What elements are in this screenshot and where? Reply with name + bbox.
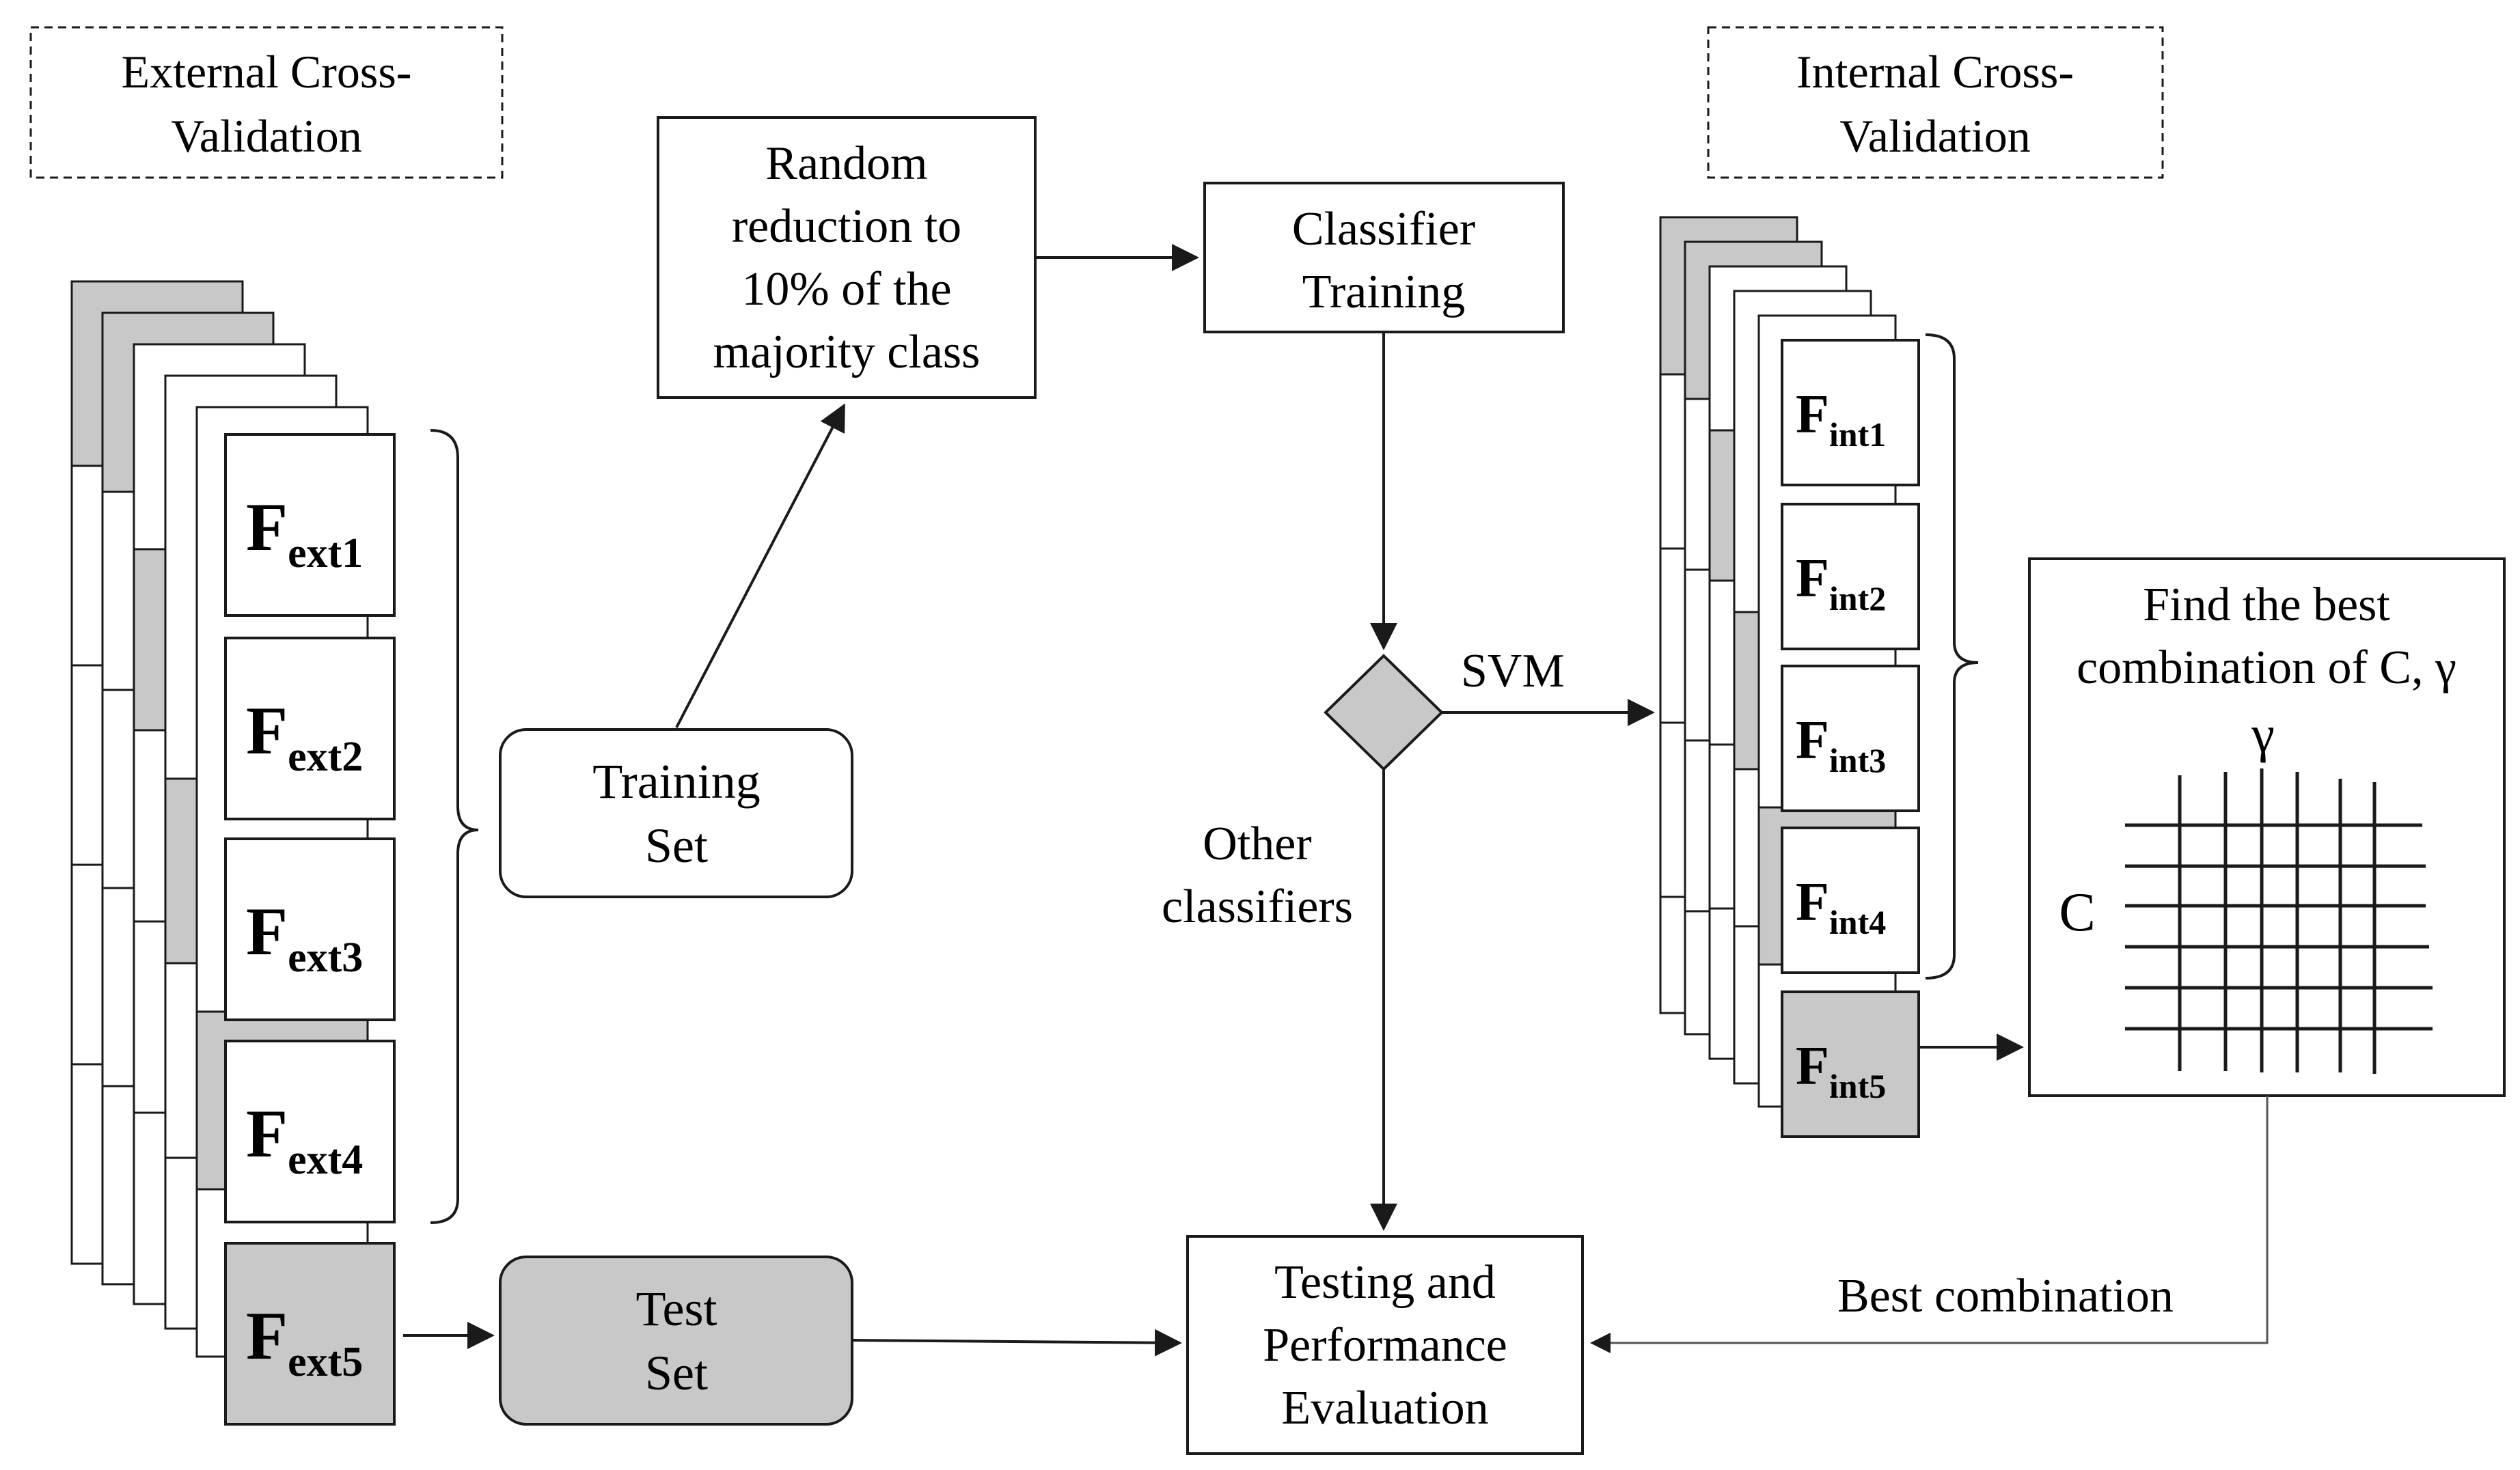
external-training-brace <box>430 429 479 1224</box>
fold-letter: F <box>246 489 288 565</box>
svm-label: SVM <box>1461 645 1565 697</box>
fold-subscript: ext5 <box>288 1339 363 1385</box>
arrow-training-to-reduction <box>675 403 845 728</box>
external-fold-4: Fext4 <box>224 1040 396 1223</box>
internal-cv-label-line2: Validation <box>1839 110 2031 162</box>
fold-subscript: ext1 <box>288 530 363 577</box>
classifier-training-box: Classifier Training <box>1203 182 1565 333</box>
fold-subscript: int1 <box>1829 415 1886 454</box>
c-axis-label: C <box>2059 883 2095 943</box>
external-fold-3: Fext3 <box>224 837 396 1021</box>
test-set-line1: Test <box>636 1281 717 1336</box>
fold-letter: F <box>1796 872 1829 932</box>
fold-letter: F <box>246 1298 288 1374</box>
best-combination-label: Best combination <box>1837 1270 2174 1322</box>
internal-fold-2: Fint2 <box>1781 503 1920 650</box>
arrow-best-combination-to-testing <box>1590 1096 2269 1353</box>
reduction-line4: majority class <box>713 326 981 378</box>
connectors <box>403 244 2269 1357</box>
test-set-line2: Set <box>645 1346 708 1400</box>
fold-subscript: ext4 <box>288 1137 363 1183</box>
testing-evaluation-box: Testing and Performance Evaluation <box>1186 1235 1584 1455</box>
svg-text:Fext5: Fext5 <box>246 1298 363 1385</box>
reduction-line2: reduction to <box>732 200 961 253</box>
testing-line3: Evaluation <box>1281 1382 1488 1434</box>
svg-text:Fint4: Fint4 <box>1796 872 1886 941</box>
grid-search-box: Find the best combination of C, γ γ C <box>2028 557 2506 1097</box>
fold-letter: F <box>246 693 288 768</box>
arrow-testset-to-testing <box>851 1329 1182 1357</box>
fold-letter: F <box>1796 710 1829 771</box>
parameter-grid <box>2125 768 2433 1074</box>
training-set-box: Training Set <box>499 728 853 898</box>
fold-subscript: int3 <box>1829 741 1886 779</box>
external-cv-label-line1: External Cross- <box>122 46 412 98</box>
external-cv-label-line2: Validation <box>171 110 362 162</box>
fold-letter: F <box>1796 385 1829 445</box>
fold-subscript: int2 <box>1829 579 1886 618</box>
classifier-decision-diamond <box>1324 654 1444 771</box>
svg-text:Fint3: Fint3 <box>1796 710 1886 779</box>
test-set-box: Test Set <box>499 1256 853 1426</box>
fold-subscript: ext3 <box>288 934 363 981</box>
grid-search-line2: combination of C, γ <box>2077 641 2456 694</box>
fold-letter: F <box>1796 549 1829 609</box>
internal-fold-4: Fint4 <box>1781 827 1920 974</box>
random-reduction-box: Random reduction to 10% of the majority … <box>657 116 1037 399</box>
external-cv-label: External Cross- Validation <box>29 26 504 179</box>
internal-fold-5: Fint5 <box>1781 990 1920 1138</box>
svg-text:Fext2: Fext2 <box>246 693 363 780</box>
reduction-line3: 10% of the <box>741 263 951 316</box>
other-classifiers-line2: classifiers <box>1162 880 1353 933</box>
svg-text:Fint5: Fint5 <box>1796 1036 1886 1105</box>
svg-text:Fext1: Fext1 <box>246 489 363 577</box>
svg-text:Fint2: Fint2 <box>1796 549 1886 618</box>
internal-cv-label-line1: Internal Cross- <box>1796 46 2074 98</box>
external-fold-1: Fext1 <box>224 433 396 617</box>
fold-letter: F <box>1796 1036 1829 1096</box>
fold-subscript: int5 <box>1829 1067 1886 1105</box>
fold-letter: F <box>246 893 288 969</box>
gamma-axis-label: γ <box>2251 706 2275 763</box>
external-fold-5: Fext5 <box>224 1242 396 1426</box>
classifier-training-line1: Classifier <box>1292 203 1475 255</box>
training-set-line1: Training <box>592 754 760 809</box>
svg-text:Fext4: Fext4 <box>246 1096 363 1183</box>
fold-subscript: ext2 <box>288 734 363 780</box>
testing-line2: Performance <box>1263 1319 1507 1372</box>
internal-fold-3: Fint3 <box>1781 665 1920 812</box>
training-set-line2: Set <box>645 818 708 873</box>
svg-text:Fext3: Fext3 <box>246 893 363 981</box>
external-fold-2: Fext2 <box>224 637 396 820</box>
testing-line1: Testing and <box>1274 1256 1496 1309</box>
classifier-training-line2: Training <box>1302 266 1466 318</box>
fold-letter: F <box>246 1096 288 1171</box>
fold-subscript: int4 <box>1829 903 1886 941</box>
internal-training-brace <box>1925 333 1979 980</box>
internal-cv-label: Internal Cross- Validation <box>1707 26 2164 179</box>
grid-search-line1: Find the best <box>2143 579 2390 631</box>
reduction-line1: Random <box>765 137 927 190</box>
svg-text:Fint1: Fint1 <box>1796 385 1886 454</box>
internal-fold-1: Fint1 <box>1781 339 1920 486</box>
other-classifiers-line1: Other <box>1203 818 1311 870</box>
